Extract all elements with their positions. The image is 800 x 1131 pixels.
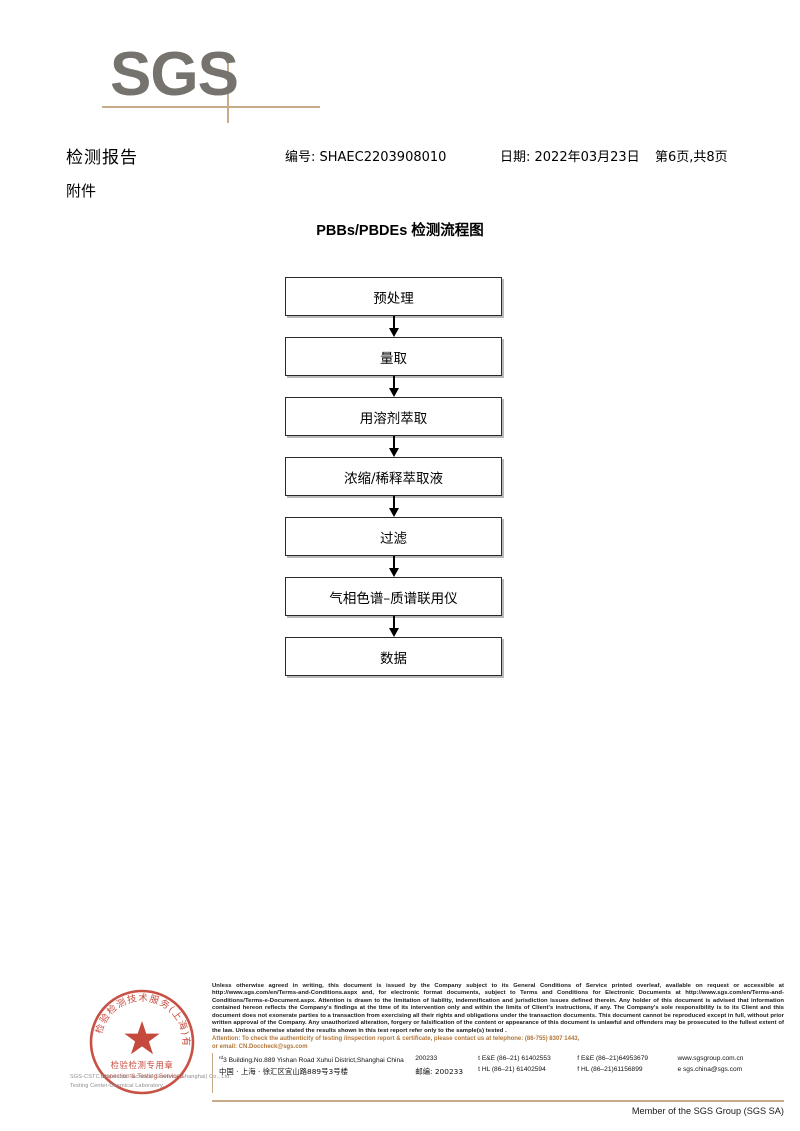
attention-notice: Attention: To check the authenticity of … xyxy=(212,1036,784,1052)
attention-line-2: or email: CN.Doccheck@sgs.com xyxy=(212,1043,308,1050)
zip-cn: 邮编: 200233 xyxy=(415,1066,464,1076)
telephone-hl: t HL (86–21) 61402594 xyxy=(478,1065,546,1073)
logo-horizontal-rule xyxy=(102,106,320,108)
footer: Unless otherwise agreed in writing, this… xyxy=(212,983,784,1093)
email: e sgs.china@sgs.com xyxy=(677,1065,743,1073)
flow-step-2: 量取 xyxy=(285,337,502,376)
address-divider xyxy=(212,1052,214,1093)
fax-ee: f E&E (86–21)64953679 xyxy=(577,1054,649,1062)
logo-vertical-rule xyxy=(227,56,229,123)
attachment-label: 附件 xyxy=(66,182,97,200)
svg-text:检验检测专用章: 检验检测专用章 xyxy=(111,1060,174,1070)
flow-step-1: 预处理 xyxy=(285,277,502,316)
report-date: 日期: 2022年03月23日 xyxy=(500,150,640,165)
telephone-ee: t E&E (86–21) 61402553 xyxy=(478,1054,551,1062)
flowchart: 预处理 量取 用溶剂萃取 浓缩/稀释萃取液 过滤 气相色谱–质谱联用仪 数据 xyxy=(285,277,504,676)
fax-hl: f HL (86–21)61156899 xyxy=(577,1065,643,1073)
sgs-group-member-line: Member of the SGS Group (SGS SA) xyxy=(631,1106,784,1116)
address-row-en: rd3 Building,No.889 Yishan Road Xuhui Di… xyxy=(219,1054,784,1065)
flow-arrow-5 xyxy=(285,556,502,577)
footer-rule xyxy=(212,1100,784,1102)
page-title: 检测报告 xyxy=(66,148,138,168)
flow-arrow-6 xyxy=(285,616,502,637)
flow-step-4: 浓缩/稀释萃取液 xyxy=(285,457,502,496)
flowchart-title: PBBs/PBDEs 检测流程图 xyxy=(316,223,484,239)
address-row-cn: 中国 · 上海 · 徐汇区宜山路889号3号楼 邮编: 200233 t HL … xyxy=(219,1065,784,1078)
legal-terms-paragraph: Unless otherwise agreed in writing, this… xyxy=(212,983,784,1034)
page-number: 第6页,共8页 xyxy=(655,150,728,165)
flow-step-6: 气相色谱–质谱联用仪 xyxy=(285,577,502,616)
svg-text:Inspection & Testing Services: Inspection & Testing Services xyxy=(101,1073,183,1080)
zip-en: 200233 xyxy=(415,1054,438,1062)
flow-arrow-4 xyxy=(285,496,502,517)
flow-arrow-3 xyxy=(285,436,502,457)
address-en: rd3 Building,No.889 Yishan Road Xuhui Di… xyxy=(219,1054,404,1064)
flow-arrow-2 xyxy=(285,376,502,397)
website: www.sgsgroup.com.cn xyxy=(677,1054,744,1062)
sgs-logo: SGS xyxy=(102,38,360,123)
report-number: 编号: SHAEC2203908010 xyxy=(285,150,447,165)
flow-step-5: 过滤 xyxy=(285,517,502,556)
seal-icon: 检验检测技术服务(上海)有限公司 检验检测专用章 Inspection & Te… xyxy=(88,988,195,1095)
address-cn: 中国 · 上海 · 徐汇区宜山路889号3号楼 xyxy=(219,1066,348,1076)
seal-undertext: SGS-CSTC Standards Technical Services (S… xyxy=(70,1074,232,1089)
attention-line-1: Attention: To check the authenticity of … xyxy=(212,1036,580,1043)
flow-step-7: 数据 xyxy=(285,637,502,676)
company-seal-stamp: 检验检测技术服务(上海)有限公司 检验检测专用章 Inspection & Te… xyxy=(88,988,196,1096)
flow-arrow-1 xyxy=(285,316,502,337)
report-header: 检测报告 编号: SHAEC2203908010 日期: 2022年03月23日… xyxy=(0,143,800,168)
logo-wordmark: SGS xyxy=(110,40,239,109)
flow-step-3: 用溶剂萃取 xyxy=(285,397,502,436)
address-block: rd3 Building,No.889 Yishan Road Xuhui Di… xyxy=(212,1052,784,1093)
